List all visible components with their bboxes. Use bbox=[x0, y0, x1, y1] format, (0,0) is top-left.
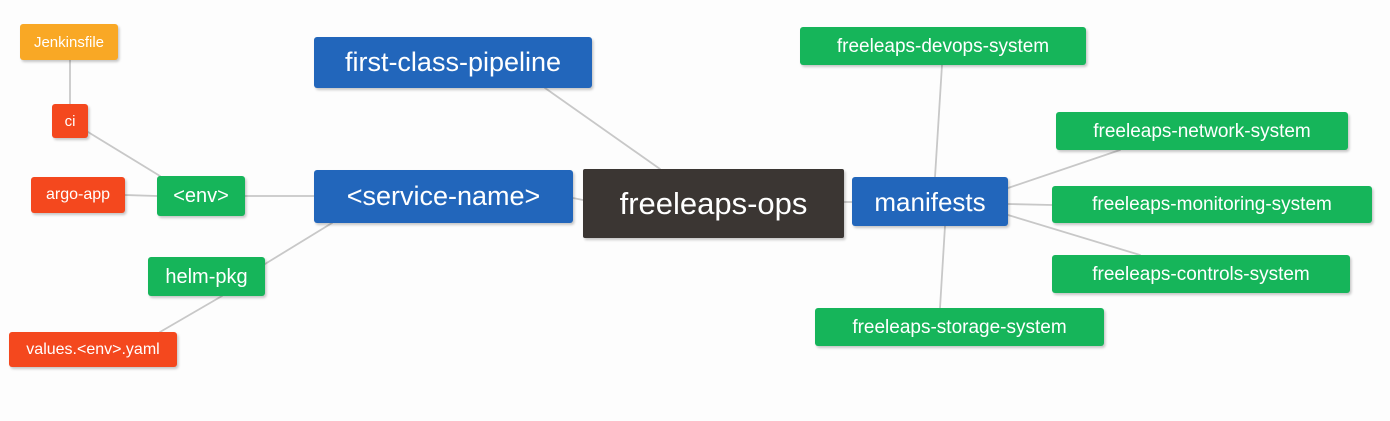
edge-helm-pkg-to-service-name bbox=[264, 222, 333, 265]
edge-first-class-pipeline-to-freeleaps-ops bbox=[544, 87, 661, 170]
node-monitoring-system[interactable]: freeleaps-monitoring-system bbox=[1052, 186, 1372, 223]
node-first-class-pipeline[interactable]: first-class-pipeline bbox=[314, 37, 592, 88]
node-argo-app[interactable]: argo-app bbox=[31, 177, 125, 213]
edge-ci-to-env bbox=[87, 131, 161, 177]
node-controls-system[interactable]: freeleaps-controls-system bbox=[1052, 255, 1350, 293]
edge-service-name-to-freeleaps-ops bbox=[572, 197, 584, 201]
edge-argo-app-to-env bbox=[124, 194, 158, 197]
node-helm-pkg[interactable]: helm-pkg bbox=[148, 257, 265, 296]
edge-manifests-to-monitoring-system bbox=[1007, 203, 1053, 206]
node-ci[interactable]: ci bbox=[52, 104, 88, 138]
node-values-env-yaml[interactable]: values.<env>.yaml bbox=[9, 332, 177, 367]
node-storage-system[interactable]: freeleaps-storage-system bbox=[815, 308, 1104, 346]
node-env[interactable]: <env> bbox=[157, 176, 245, 216]
node-freeleaps-ops[interactable]: freeleaps-ops bbox=[583, 169, 844, 238]
node-devops-system[interactable]: freeleaps-devops-system bbox=[800, 27, 1086, 65]
edge-manifests-to-network-system bbox=[1007, 149, 1121, 189]
edge-manifests-to-storage-system bbox=[939, 225, 946, 309]
node-manifests[interactable]: manifests bbox=[852, 177, 1008, 226]
edge-values-env-yaml-to-helm-pkg bbox=[159, 295, 223, 333]
node-network-system[interactable]: freeleaps-network-system bbox=[1056, 112, 1348, 150]
node-jenkinsfile[interactable]: Jenkinsfile bbox=[20, 24, 118, 60]
node-service-name[interactable]: <service-name> bbox=[314, 170, 573, 223]
edge-manifests-to-devops-system bbox=[934, 64, 943, 178]
